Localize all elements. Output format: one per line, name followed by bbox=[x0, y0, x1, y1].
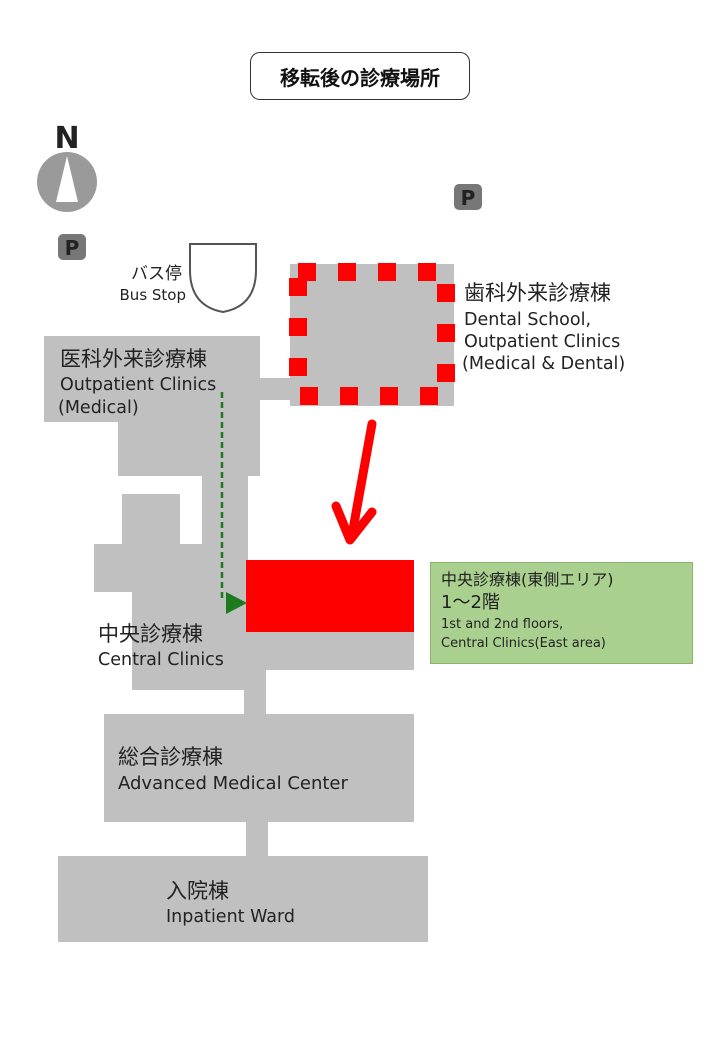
destination-line3: 1st and 2nd floors, bbox=[441, 617, 564, 632]
dental-highlight-border bbox=[289, 263, 455, 405]
svg-text:P: P bbox=[65, 236, 80, 260]
central-building-west bbox=[94, 544, 248, 592]
outpatient-building-lower bbox=[118, 420, 260, 476]
svg-text:P: P bbox=[461, 186, 476, 210]
destination-area bbox=[246, 560, 414, 632]
outpatient-label-en2: (Medical) bbox=[58, 398, 139, 418]
advanced-building bbox=[104, 714, 414, 822]
advanced-label-en: Advanced Medical Center bbox=[118, 773, 348, 794]
north-label: N bbox=[54, 121, 79, 156]
destination-line2: 1～2階 bbox=[441, 592, 500, 613]
connector-advanced bbox=[244, 668, 266, 716]
connector-inpatient bbox=[246, 820, 268, 858]
bus-stop-en: Bus Stop bbox=[120, 286, 186, 304]
dental-label-en1: Dental School, bbox=[464, 310, 591, 330]
outpatient-building bbox=[44, 336, 260, 422]
relocation-arrow-icon bbox=[331, 419, 377, 545]
advanced-label-ja: 総合診療棟 bbox=[118, 745, 223, 769]
bus-stop-ja: バス停 bbox=[131, 264, 182, 284]
central-label-ja: 中央診療棟 bbox=[98, 622, 203, 646]
dental-label-ja: 歯科外来診療棟 bbox=[464, 281, 611, 305]
route-path bbox=[220, 392, 247, 614]
inpatient-building bbox=[58, 856, 428, 942]
destination-line1: 中央診療棟(東側エリア) bbox=[441, 570, 614, 589]
dental-building bbox=[290, 264, 454, 406]
central-label-en: Central Clinics bbox=[98, 650, 224, 670]
destination-line4: Central Clinics(East area) bbox=[441, 636, 606, 651]
dental-label-en2: Outpatient Clinics bbox=[464, 332, 620, 352]
central-building-upper-left bbox=[122, 494, 180, 548]
route-arrow-icon bbox=[226, 592, 247, 614]
page-title: 移転後の診療場所 bbox=[250, 52, 470, 100]
bus-stop-icon bbox=[189, 243, 257, 314]
parking-icon-right: P bbox=[454, 184, 482, 210]
inpatient-label-en: Inpatient Ward bbox=[166, 907, 295, 927]
inpatient-label-ja: 入院棟 bbox=[166, 879, 229, 903]
outpatient-label-en1: Outpatient Clinics bbox=[60, 375, 216, 395]
parking-icon-left: P bbox=[58, 234, 86, 260]
destination-info-box: 中央診療棟(東側エリア) 1～2階 1st and 2nd floors, Ce… bbox=[430, 562, 693, 664]
dental-label-en3: (Medical & Dental) bbox=[462, 354, 625, 374]
compass-north-icon: N bbox=[37, 121, 97, 212]
outpatient-label-ja: 医科外来診療棟 bbox=[60, 347, 207, 371]
